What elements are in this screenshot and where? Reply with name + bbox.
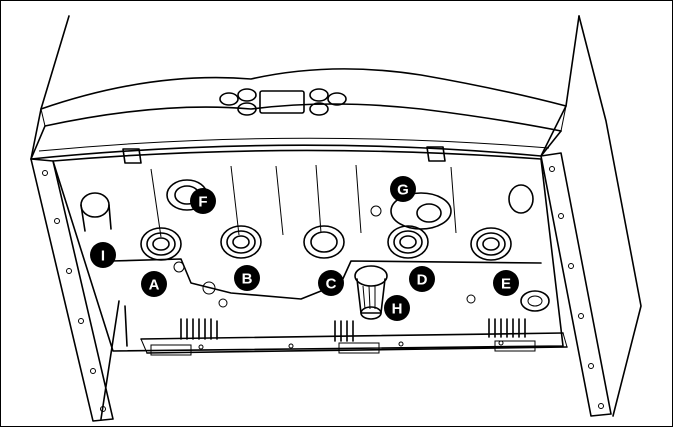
control-button-icon — [219, 92, 239, 106]
component-h-valve — [354, 265, 388, 320]
callout-g-label: G — [397, 182, 409, 199]
callout-h: H — [384, 295, 410, 321]
callout-a: A — [141, 271, 167, 297]
connection-b-fitting — [220, 225, 262, 259]
callout-f-label: F — [198, 194, 207, 211]
callout-i: I — [90, 242, 116, 268]
connection-e-fitting — [470, 227, 512, 261]
misc-fixings — [100, 184, 550, 420]
callout-b: B — [234, 265, 260, 291]
control-button-icon — [309, 88, 329, 102]
connection-c-fitting — [303, 225, 345, 259]
component-g-valve — [370, 192, 452, 230]
control-button-icon — [237, 102, 257, 116]
left-side-bracket — [30, 158, 114, 422]
callout-a-label: A — [149, 277, 160, 294]
control-button-icon — [309, 102, 329, 116]
callout-c: C — [318, 270, 344, 296]
callout-e: E — [493, 270, 519, 296]
base-plate — [52, 149, 568, 354]
component-i-pipe — [80, 192, 112, 232]
fin-blocks — [150, 318, 536, 356]
callout-h-label: H — [392, 301, 403, 318]
callout-i-label: I — [101, 248, 105, 265]
connection-d-fitting — [387, 225, 429, 259]
callout-d-label: D — [417, 272, 428, 289]
control-panel — [219, 88, 347, 116]
callout-g: G — [390, 176, 416, 202]
boiler-casing — [30, 15, 580, 160]
display-screen — [259, 90, 305, 114]
control-button-icon — [327, 92, 347, 106]
right-side-bracket — [540, 152, 612, 417]
callout-e-label: E — [501, 276, 511, 293]
callout-c-label: C — [326, 276, 337, 293]
callout-f: F — [190, 188, 216, 214]
connection-a-fitting — [140, 227, 185, 273]
callout-b-label: B — [242, 271, 253, 288]
hinges — [122, 146, 446, 164]
callout-d: D — [409, 266, 435, 292]
control-button-icon — [237, 88, 257, 102]
